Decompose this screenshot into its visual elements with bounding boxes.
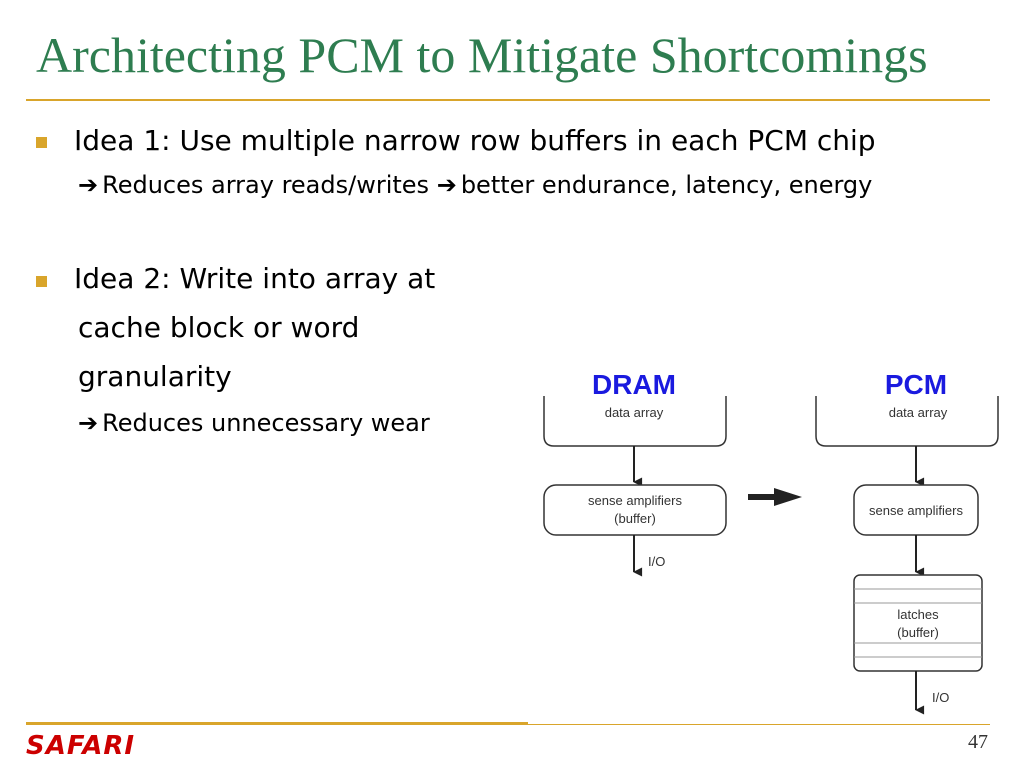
pcm-latch-label-1: latches — [897, 607, 939, 622]
footer-divider — [26, 724, 990, 725]
slide-title: Architecting PCM to Mitigate Shortcoming… — [36, 27, 928, 83]
dram-heading: DRAM — [592, 369, 676, 400]
pcm-latches — [853, 574, 983, 672]
pcm-data-array-label: data array — [889, 405, 948, 420]
dram-data-array — [543, 396, 727, 447]
pcm-heading: PCM — [885, 369, 947, 400]
pcm-latch-label-2: (buffer) — [897, 625, 939, 640]
dram-data-array-label: data array — [605, 405, 664, 420]
bullet-2-line-3: granularity — [78, 360, 232, 393]
right-arrow-icon: ➔ — [78, 409, 99, 437]
bullet-1-subtext: ➔Reduces array reads/writes ➔better endu… — [78, 170, 872, 200]
right-arrow-icon: ➔ — [436, 171, 457, 199]
safari-logo: SAFARI — [26, 731, 136, 761]
bullet-2-subtext: ➔Reduces unnecessary wear — [78, 408, 430, 438]
bullet-1-sub-b: better endurance, latency, energy — [460, 171, 873, 199]
transition-arrow — [748, 488, 802, 506]
pcm-io-label: I/O — [932, 690, 949, 705]
dram-io-label: I/O — [648, 554, 665, 569]
bullet-1-sub-a: Reduces array reads/writes — [102, 171, 430, 199]
dram-vs-pcm-diagram: DRAM data array sense amplifiers (buffer… — [543, 369, 999, 715]
bullet-1-text: Idea 1: Use multiple narrow row buffers … — [74, 124, 876, 157]
title-divider — [26, 99, 990, 101]
bullet-2-line-2: cache block or word — [78, 311, 360, 344]
bullet-2-sub: Reduces unnecessary wear — [102, 409, 430, 437]
pcm-amp-label: sense amplifiers — [869, 503, 963, 518]
dram-amp-label-1: sense amplifiers — [588, 493, 682, 508]
bullet-marker — [36, 137, 47, 148]
footer-accent-rule — [26, 722, 528, 725]
pcm-data-array — [815, 396, 999, 447]
bullet-2-line-1: Idea 2: Write into array at — [74, 262, 436, 295]
right-arrow-icon: ➔ — [78, 171, 99, 199]
page-number: 47 — [968, 731, 988, 753]
dram-amp-label-2: (buffer) — [614, 511, 656, 526]
bullet-marker — [36, 276, 47, 287]
